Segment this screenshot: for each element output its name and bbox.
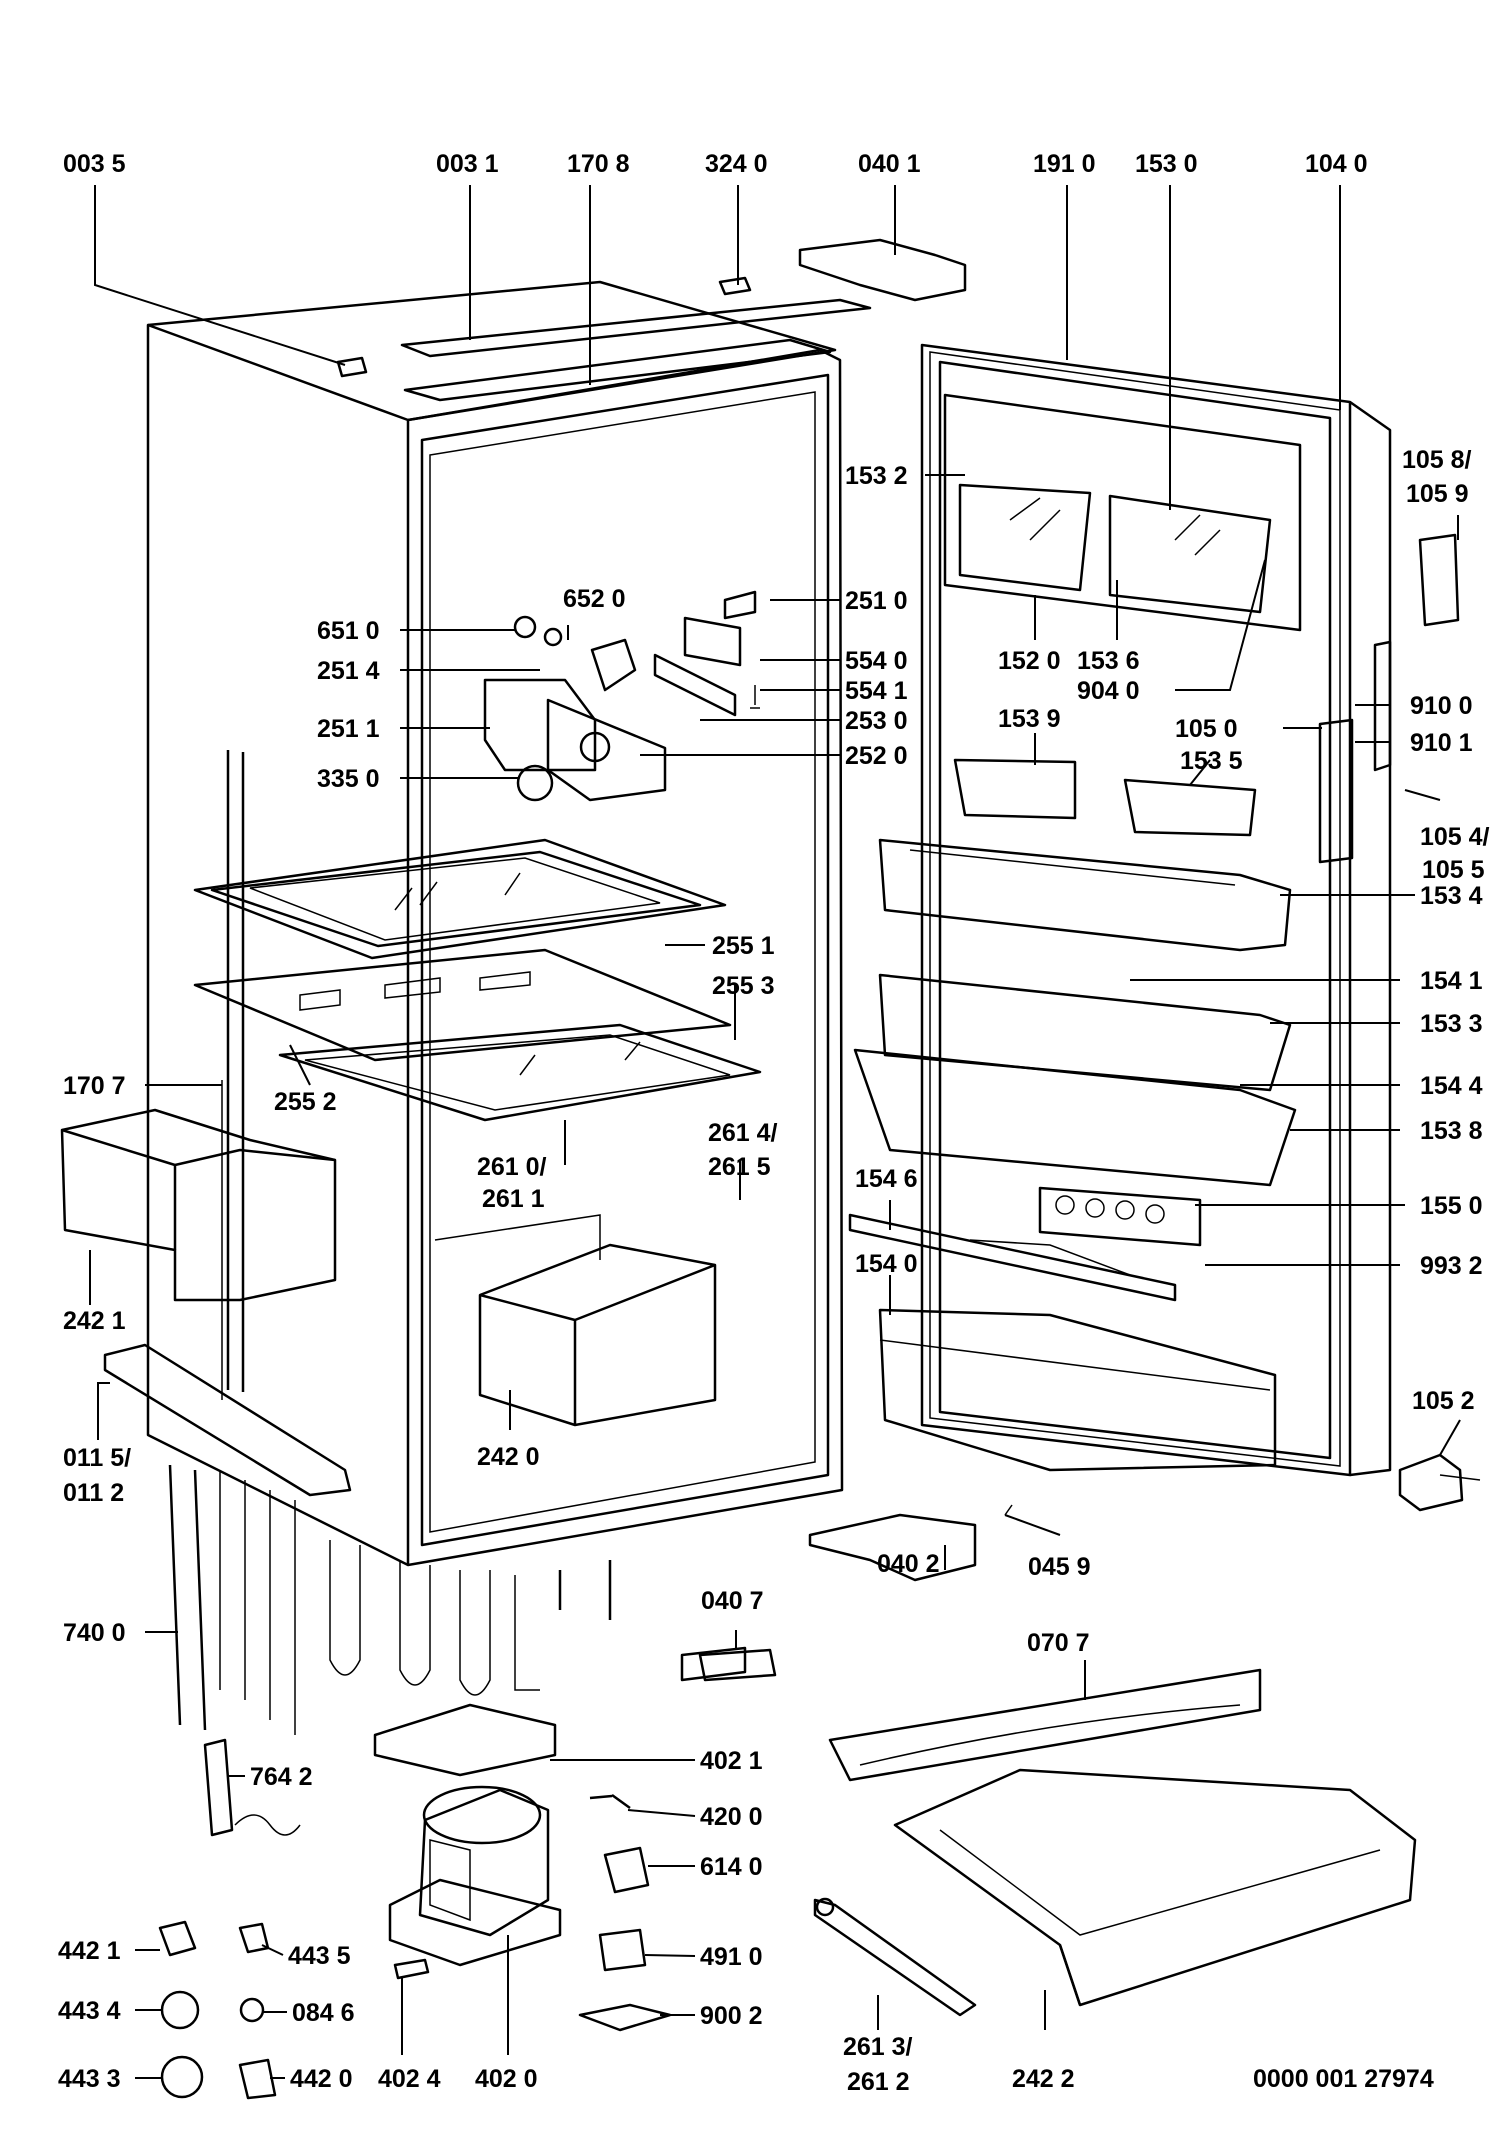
label-105-5: 105 5	[1422, 856, 1485, 884]
label-402-4: 402 4	[378, 2065, 441, 2093]
label-154-1: 154 1	[1420, 967, 1483, 995]
thermostat-capillary	[203, 1738, 301, 1837]
label-170-7: 170 7	[63, 1072, 126, 1100]
crisper-drawer-2	[893, 1768, 1417, 2007]
label-242-1: 242 1	[63, 1307, 126, 1335]
label-910-1: 910 1	[1410, 729, 1473, 757]
label-993-2: 993 2	[1420, 1252, 1483, 1280]
label-740-0: 740 0	[63, 1619, 126, 1647]
label-242-2: 242 2	[1012, 2065, 1075, 2093]
glass-shelf-upper	[193, 838, 727, 960]
label-261-1: 261 1	[482, 1185, 545, 1213]
label-040-2: 040 2	[877, 1550, 940, 1578]
label-040-1: 040 1	[858, 150, 921, 178]
small-parts	[158, 1646, 747, 2100]
part-labels: 003 5 003 1 170 8 324 0 040 1 191 0 153 …	[58, 150, 1490, 2096]
label-442-1: 442 1	[58, 1937, 121, 1965]
label-261-2: 261 2	[847, 2068, 910, 2096]
label-105-2: 105 2	[1412, 1387, 1475, 1415]
hinge-bottom	[698, 1504, 1013, 1682]
label-253-0: 253 0	[845, 707, 908, 735]
label-153-8: 153 8	[1420, 1117, 1483, 1145]
label-491-0: 491 0	[700, 1943, 763, 1971]
label-261-5: 261 5	[708, 1153, 771, 1181]
label-153-5: 153 5	[1180, 747, 1243, 775]
label-251-4: 251 4	[317, 657, 380, 685]
label-105-9: 105 9	[1406, 480, 1469, 508]
label-011-2: 011 2	[63, 1479, 124, 1507]
label-904-0: 904 0	[1077, 677, 1140, 705]
document-number: 0000 001 27974	[1253, 2065, 1434, 2093]
label-153-9: 153 9	[998, 705, 1061, 733]
label-255-2: 255 2	[274, 1088, 337, 1116]
crisper-drawer-1	[60, 1108, 337, 1302]
compressor	[388, 1785, 562, 1967]
drawer-rail	[813, 1897, 977, 2017]
label-003-1: 003 1	[436, 150, 499, 178]
label-252-0: 252 0	[845, 742, 908, 770]
label-251-1: 251 1	[317, 715, 380, 743]
label-324-0: 324 0	[705, 150, 768, 178]
label-191-0: 191 0	[1033, 150, 1096, 178]
drip-tray	[373, 1703, 557, 1777]
label-153-6: 153 6	[1077, 647, 1140, 675]
label-105-8: 105 8/	[1402, 446, 1472, 474]
label-040-7: 040 7	[701, 1587, 764, 1615]
label-153-4: 153 4	[1420, 882, 1483, 910]
label-011-5: 011 5/	[63, 1444, 131, 1472]
label-554-0: 554 0	[845, 647, 908, 675]
label-070-7: 070 7	[1027, 1629, 1090, 1657]
label-153-3: 153 3	[1420, 1010, 1483, 1038]
left-rail	[103, 1343, 352, 1497]
label-652-0: 652 0	[563, 585, 626, 613]
label-153-0: 153 0	[1135, 150, 1198, 178]
label-255-1: 255 1	[712, 932, 775, 960]
label-242-0: 242 0	[477, 1443, 540, 1471]
label-442-0: 442 0	[290, 2065, 353, 2093]
label-420-0: 420 0	[700, 1803, 763, 1831]
label-155-0: 155 0	[1420, 1192, 1483, 1220]
label-443-3: 443 3	[58, 2065, 121, 2093]
label-614-0: 614 0	[700, 1853, 763, 1881]
label-045-9: 045 9	[1028, 1553, 1091, 1581]
label-154-6: 154 6	[855, 1165, 918, 1193]
label-153-2: 153 2	[845, 462, 908, 490]
hinge-top	[718, 238, 967, 302]
control-light-assembly	[483, 590, 760, 802]
label-152-0: 152 0	[998, 647, 1061, 675]
cabinet-body	[146, 280, 872, 1620]
drawer-cover	[828, 1668, 1262, 1782]
label-105-4: 105 4/	[1420, 823, 1490, 851]
label-170-8: 170 8	[567, 150, 630, 178]
glass-shelf-lower	[193, 948, 762, 1122]
door	[848, 343, 1481, 1512]
label-003-5: 003 5	[63, 150, 126, 178]
label-084-6: 084 6	[292, 1999, 355, 2027]
label-335-0: 335 0	[317, 765, 380, 793]
label-651-0: 651 0	[317, 617, 380, 645]
label-251-0: 251 0	[845, 587, 908, 615]
label-764-2: 764 2	[250, 1763, 313, 1791]
label-261-3: 261 3/	[843, 2033, 913, 2061]
label-900-2: 900 2	[700, 2002, 763, 2030]
label-910-0: 910 0	[1410, 692, 1473, 720]
condenser-coil	[168, 1464, 540, 1735]
crisper-drawer-0	[434, 1214, 717, 1427]
label-554-1: 554 1	[845, 677, 908, 705]
label-443-4: 443 4	[58, 1997, 121, 2025]
label-402-1: 402 1	[700, 1747, 763, 1775]
label-261-0: 261 0/	[477, 1153, 547, 1181]
label-154-0: 154 0	[855, 1250, 918, 1278]
label-104-0: 104 0	[1305, 150, 1368, 178]
label-443-5: 443 5	[288, 1942, 351, 1970]
label-261-4: 261 4/	[708, 1119, 778, 1147]
label-154-4: 154 4	[1420, 1072, 1483, 1100]
label-255-3: 255 3	[712, 972, 775, 1000]
leader-lines	[89, 185, 1461, 2079]
label-105-0: 105 0	[1175, 715, 1238, 743]
label-402-0: 402 0	[475, 2065, 538, 2093]
